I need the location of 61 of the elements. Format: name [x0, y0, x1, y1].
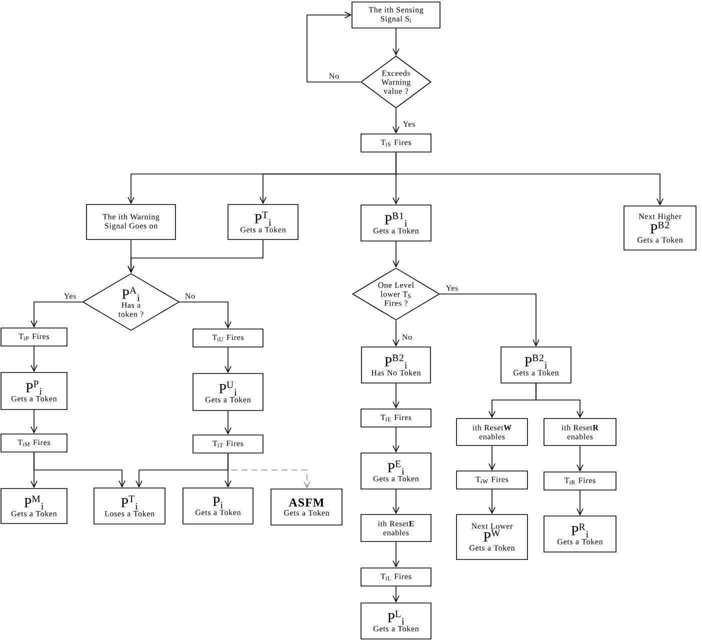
- arrow: [488, 446, 496, 471]
- arrow: [34, 452, 126, 488]
- process-box: T$_{iS}$ Fires: [360, 134, 432, 152]
- arrow: [30, 346, 38, 372]
- arrow: [536, 383, 584, 418]
- arrow: [392, 108, 400, 134]
- process-box: P$_{i}$ Gets a Token: [182, 488, 254, 524]
- arrow: [576, 446, 584, 472]
- arrow: [392, 28, 400, 56]
- arrow: [392, 427, 400, 453]
- process-box: P$^{R}$i Gets a Token: [544, 516, 616, 552]
- process-box: T$_{iR}$ Fires: [544, 472, 616, 490]
- arrow: [440, 294, 540, 347]
- process-box: T$_{iU}$ Fires: [192, 328, 264, 348]
- arrow: [224, 347, 232, 374]
- arrow: [179, 302, 232, 329]
- arrow: [30, 410, 38, 434]
- arrow: [128, 240, 264, 274]
- arrow: [392, 586, 400, 603]
- process-box: ith ResetR enables: [544, 418, 616, 446]
- process-box: T$_{iP}$ Fires: [0, 328, 68, 346]
- process-box: ith ResetW enables: [456, 418, 528, 446]
- process-box: T$_{iT}$ Fires: [192, 434, 264, 454]
- process-box: P$^{E}$i Gets a Token: [360, 452, 432, 490]
- edge-label: No: [400, 333, 414, 341]
- process-box: ASFM Gets a Token: [270, 488, 342, 526]
- arrow: [396, 152, 664, 206]
- process-box: P$^{B1}$i Gets a Token: [360, 204, 432, 242]
- process-box: P$^{B2}$i Gets a Token: [500, 346, 572, 384]
- edge-label: Yes: [62, 292, 78, 300]
- process-box: The ith Sensing Signal S$_{i}$: [352, 2, 440, 28]
- arrow: [392, 489, 400, 514]
- process-box: T$_{iM}$ Fires: [0, 434, 68, 452]
- edge-label: No: [184, 292, 196, 300]
- arrow: [392, 383, 400, 409]
- process-box: T$_{iL}$ Fires: [360, 568, 432, 586]
- edge-label: Yes: [402, 120, 416, 128]
- arrow: [488, 489, 496, 514]
- arrow: [392, 241, 400, 268]
- process-box: P$^{B2}$i Has No Token: [361, 346, 431, 384]
- arrow: [224, 453, 232, 488]
- process-box: The ith Warning Signal Goes on: [86, 204, 176, 240]
- process-box: P$^{U}$i Gets a Token: [192, 373, 264, 411]
- arrow: [224, 410, 232, 435]
- edge-label: Yes: [444, 284, 460, 292]
- arrow: [392, 542, 400, 568]
- arrow: [30, 302, 83, 328]
- arrow: [576, 490, 584, 516]
- process-box: P$^{T}$i Loses a Token: [94, 488, 166, 524]
- process-box: P$^{L}$i Gets a Token: [360, 602, 432, 640]
- edge-label: No: [328, 72, 340, 80]
- arrow: [306, 12, 361, 82]
- process-box: P$^{M}$i Gets a Token: [0, 488, 68, 524]
- process-box: P$^{P}$i Gets a Token: [0, 372, 68, 410]
- process-box: ith ResetE enables: [360, 514, 432, 542]
- arrow: [392, 320, 400, 347]
- process-box: T$_{iW}$ Fires: [456, 470, 528, 490]
- process-box: Next Higher P$^{B2}$ Gets a Token: [624, 206, 696, 250]
- process-box: Next Lower P$^{W}$ Gets a Token: [456, 514, 528, 560]
- process-box: T$_{iE}$ Fires: [360, 408, 432, 428]
- process-box: P$^{T}$i Gets a Token: [228, 204, 298, 240]
